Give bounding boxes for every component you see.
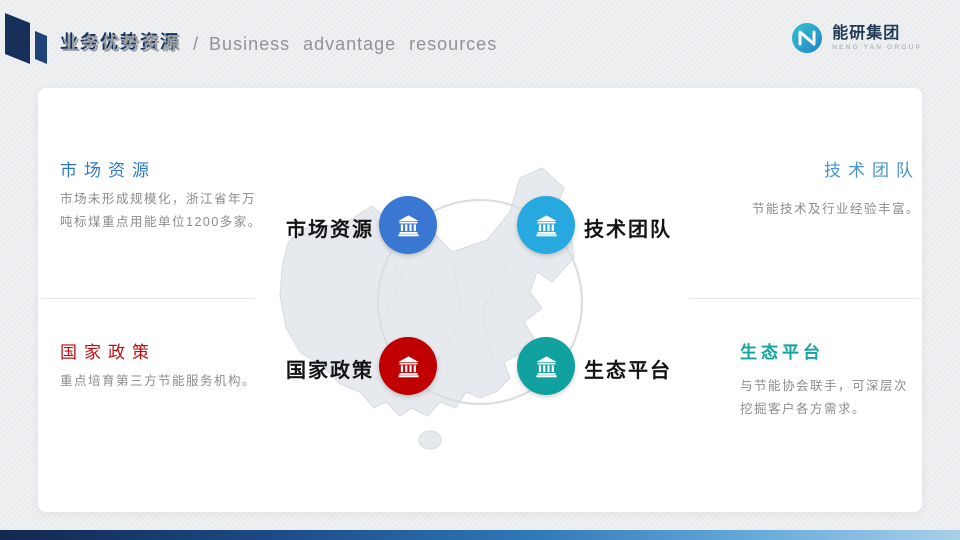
page-title-zh: 业务优势资源 <box>62 34 182 54</box>
center-ring <box>377 199 583 405</box>
bottom-accent-bar <box>0 530 960 540</box>
market-section-title: 市场资源 <box>60 161 156 180</box>
policy-section-body: 重点培育第三方节能服务机构。 <box>60 374 257 388</box>
eco-section: 生态平台 与节能协会联手，可深层次挖掘客户各方需求。 <box>740 338 920 421</box>
tech-node-circle <box>517 196 575 254</box>
market-node-label: 市场资源 <box>286 219 374 241</box>
tech-node-label: 技术团队 <box>584 219 672 241</box>
tech-section-body: 节能技术及行业经验丰富。 <box>751 202 920 216</box>
bank-icon <box>397 355 419 377</box>
page-title: 业务优势资源 / Business advantage resources <box>62 30 497 56</box>
policy-node-label: 国家政策 <box>286 360 374 382</box>
left-divider <box>42 298 254 299</box>
bank-icon <box>397 214 419 236</box>
logo-text: 能研集团 NENG YAN GROUP <box>832 25 922 52</box>
logo-name: 能研集团 <box>832 24 901 42</box>
eco-node-label: 生态平台 <box>584 360 672 382</box>
eco-section-body: 与节能协会联手，可深层次挖掘客户各方需求。 <box>740 379 909 417</box>
logo-icon <box>792 23 823 53</box>
eco-node-circle <box>517 337 575 395</box>
company-logo: 能研集团 NENG YAN GROUP <box>789 20 922 56</box>
corner-flag-icon <box>5 13 47 64</box>
bank-icon <box>535 214 557 236</box>
policy-node-circle <box>379 337 437 395</box>
policy-section-title: 国家政策 <box>60 343 156 362</box>
logo-subtitle: NENG YAN GROUP <box>832 44 922 52</box>
page-title-separator: / <box>193 34 199 54</box>
eco-section-title: 生态平台 <box>740 343 824 362</box>
bank-icon <box>535 355 557 377</box>
right-divider <box>690 298 918 299</box>
page-title-en: Business advantage resources <box>209 34 498 54</box>
market-section-body: 市场未形成规模化，浙江省年万吨标煤重点用能单位1200多家。 <box>60 192 262 230</box>
market-node-circle <box>379 196 437 254</box>
tech-section-title: 技术团队 <box>824 161 920 180</box>
